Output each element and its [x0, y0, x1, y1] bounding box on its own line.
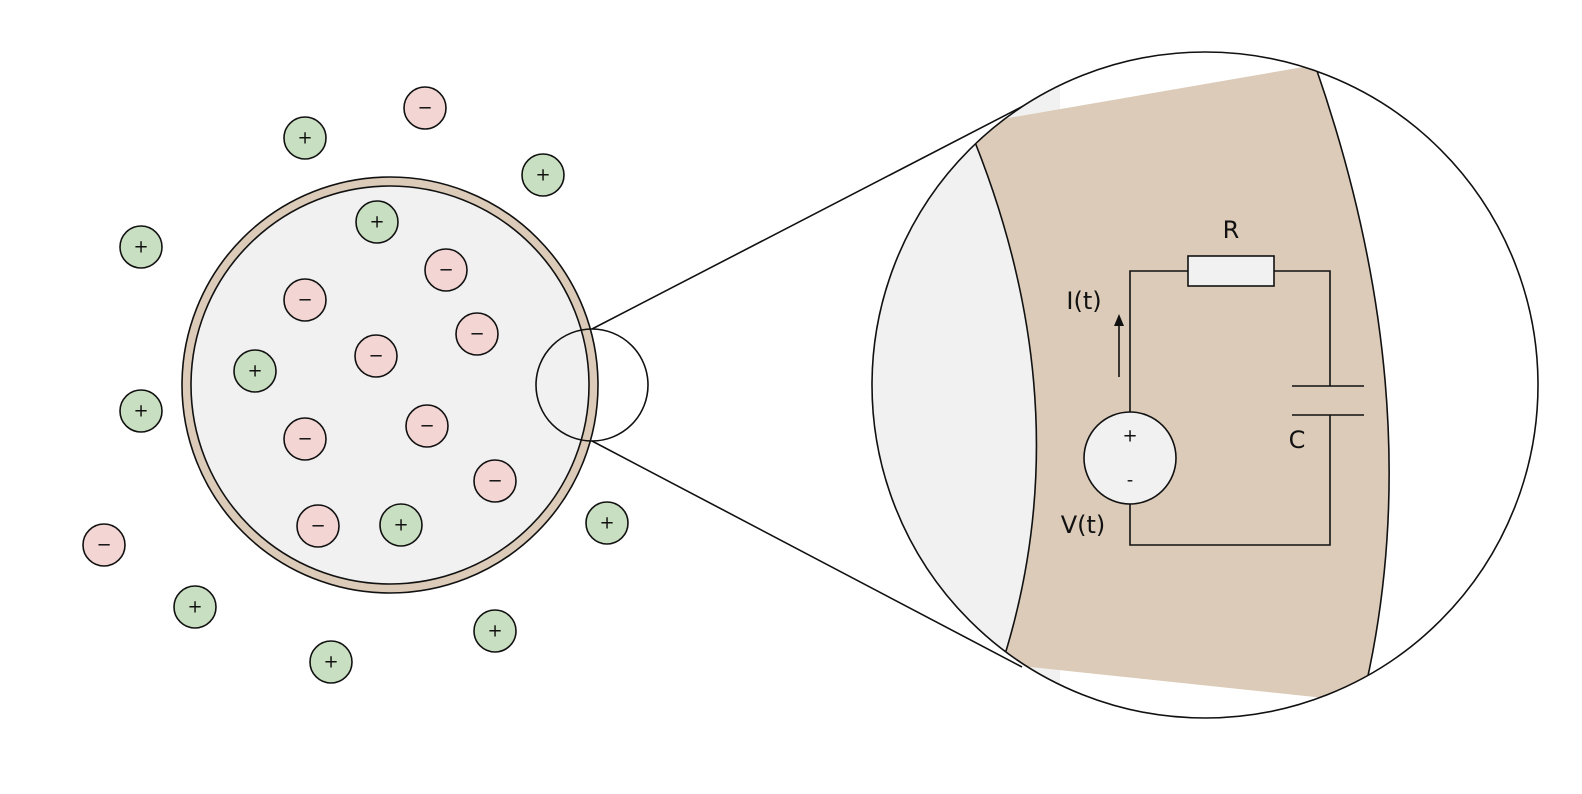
plus-sign: + — [487, 621, 502, 642]
negative-ion-inside: − — [296, 504, 340, 548]
zoom-membrane-band — [968, 65, 1390, 702]
positive-ion-outside: + — [521, 153, 565, 197]
positive-ion-outside: + — [585, 501, 629, 545]
current-label: I(t) — [1066, 287, 1101, 315]
inside-ions: + − − − + − − − − − + — [233, 200, 517, 548]
resistor — [1187, 255, 1275, 287]
positive-ion-outside: + — [173, 585, 217, 629]
source-minus-label: - — [1127, 470, 1134, 491]
zoomed-membrane-view — [871, 51, 1539, 719]
plus-sign: + — [599, 513, 614, 534]
plus-sign: + — [393, 515, 408, 536]
positive-ion-outside: + — [283, 116, 327, 160]
minus-sign: − — [368, 346, 383, 367]
wire-bottom — [1129, 415, 1331, 546]
positive-ion-inside: + — [355, 200, 399, 244]
membrane-inner-edge — [967, 124, 1038, 665]
minus-sign: − — [297, 290, 312, 311]
outside-ions: − + + + + − + + + + — [82, 86, 629, 684]
circuit-labels: R C I(t) V(t) + - — [1061, 216, 1306, 539]
membrane-outer-edge — [1314, 64, 1390, 703]
positive-ion-outside: + — [119, 225, 163, 269]
capacitor-label: C — [1289, 426, 1306, 454]
minus-sign: − — [297, 429, 312, 450]
zoom-indicator — [535, 86, 1061, 668]
negative-ion-inside: − — [455, 312, 499, 356]
current-arrowhead — [1114, 314, 1124, 326]
minus-sign: − — [417, 98, 432, 119]
negative-ion-inside: − — [354, 334, 398, 378]
negative-ion-inside: − — [473, 459, 517, 503]
negative-ion-inside: − — [424, 248, 468, 292]
negative-ion-outside: − — [403, 86, 447, 130]
rc-circuit — [1083, 255, 1364, 546]
positive-ion-outside: + — [309, 640, 353, 684]
minus-sign: − — [469, 324, 484, 345]
voltage-source — [1083, 411, 1177, 505]
plus-sign: + — [187, 597, 202, 618]
voltage-label: V(t) — [1061, 511, 1106, 539]
plus-sign: + — [133, 237, 148, 258]
wire-right — [1274, 270, 1331, 386]
minus-sign: − — [487, 471, 502, 492]
positive-ion-outside: + — [119, 389, 163, 433]
positive-ion-inside: + — [379, 503, 423, 547]
zoom-line-top — [591, 86, 1061, 330]
minus-sign: − — [438, 260, 453, 281]
plus-sign: + — [297, 128, 312, 149]
wire-left-top — [1129, 270, 1188, 413]
resistor-label: R — [1223, 216, 1240, 244]
minus-sign: − — [419, 416, 434, 437]
source-plus-label: + — [1122, 426, 1137, 447]
negative-ion-outside: − — [82, 523, 126, 567]
negative-ion-inside: − — [405, 404, 449, 448]
plus-sign: + — [323, 652, 338, 673]
positive-ion-outside: + — [473, 609, 517, 653]
negative-ion-inside: − — [283, 417, 327, 461]
plus-sign: + — [369, 212, 384, 233]
minus-sign: − — [96, 535, 111, 556]
negative-ion-inside: − — [283, 278, 327, 322]
minus-sign: − — [310, 516, 325, 537]
plus-sign: + — [247, 361, 262, 382]
positive-ion-inside: + — [233, 349, 277, 393]
plus-sign: + — [535, 165, 550, 186]
zoom-line-bottom — [591, 440, 1023, 668]
plus-sign: + — [133, 401, 148, 422]
zoom-circle-outline — [871, 51, 1539, 719]
